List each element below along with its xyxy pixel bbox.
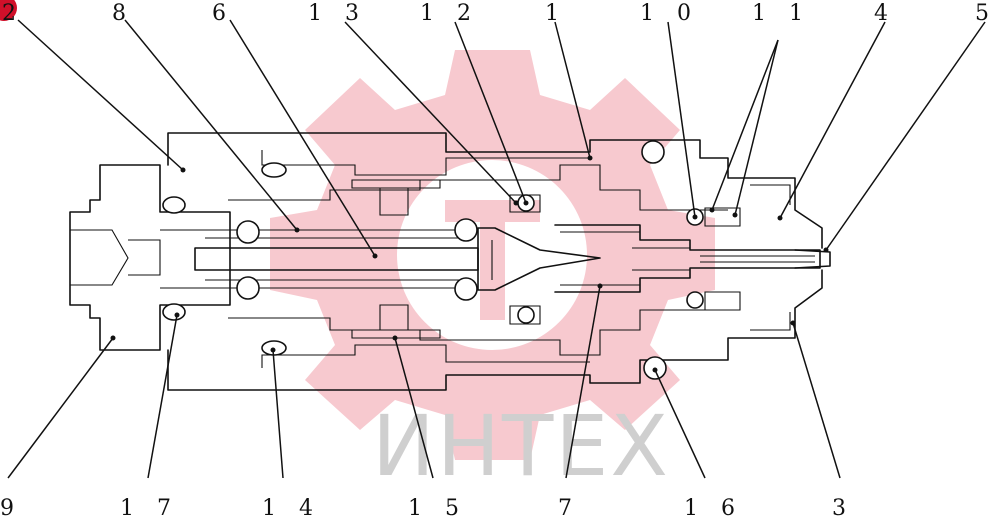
leader-10 xyxy=(667,21,696,218)
seal-ring-top xyxy=(641,140,665,164)
leader-8 xyxy=(124,19,298,231)
watermark-text: ИНТЕХ xyxy=(372,397,670,495)
label-4: 4 xyxy=(874,1,896,26)
label-2: 2 xyxy=(2,1,24,26)
leader-lines xyxy=(7,19,986,479)
seal-ring-12-lower xyxy=(517,306,535,324)
retainer-11 xyxy=(704,207,741,311)
leader-11b xyxy=(734,39,779,216)
leader-14 xyxy=(272,349,284,479)
body-inner-top xyxy=(228,164,728,211)
label-9: 9 xyxy=(0,496,22,521)
label-1: 1 xyxy=(545,1,567,26)
label-17: 1 7 xyxy=(120,496,179,521)
corner-badge-icon xyxy=(0,0,17,21)
body-parting-bottom xyxy=(261,344,590,368)
left-fitting-outline xyxy=(69,164,231,351)
seal-ring-14-upper xyxy=(261,162,287,178)
leader-15 xyxy=(394,337,434,479)
ball-right-bottom xyxy=(454,277,478,301)
label-7: 7 xyxy=(558,496,580,521)
seal-ring-17 xyxy=(162,303,186,321)
leader-3 xyxy=(792,322,841,479)
leader-11a xyxy=(711,39,779,211)
retainer-13 xyxy=(509,194,541,325)
leader-6 xyxy=(229,19,376,257)
ball-left-top xyxy=(236,220,260,244)
leader-5 xyxy=(825,21,986,251)
label-3: 3 xyxy=(832,496,854,521)
left-fitting-bore xyxy=(128,239,161,276)
ball-left-bottom xyxy=(236,276,260,300)
leader-9 xyxy=(7,337,114,479)
body-inner-bottom xyxy=(228,309,728,356)
spring-top xyxy=(351,179,441,189)
body-outline-bottom xyxy=(167,269,823,391)
leader-7 xyxy=(565,285,601,479)
rod-bore-lines xyxy=(160,229,478,289)
leader-1 xyxy=(554,21,591,159)
outlet-nozzle xyxy=(794,249,831,269)
label-5: 5 xyxy=(975,1,997,26)
seal-ring-10-lower xyxy=(686,291,704,309)
label-8: 8 xyxy=(112,1,134,26)
spring-posts xyxy=(379,188,409,330)
body-outline-top xyxy=(167,132,823,249)
right-spool xyxy=(554,224,821,293)
leader-4 xyxy=(779,21,886,219)
label-13: 1 3 xyxy=(308,1,367,26)
leader-2 xyxy=(17,19,184,171)
leader-13 xyxy=(344,21,517,204)
label-6: 6 xyxy=(212,1,234,26)
label-14: 1 4 xyxy=(262,496,321,521)
label-15: 1 5 xyxy=(408,496,467,521)
outlet-body-3 xyxy=(750,184,791,331)
spring-bottom xyxy=(351,329,441,339)
label-10: 1 0 xyxy=(640,1,699,26)
leader-12 xyxy=(454,21,527,204)
label-11: 1 1 xyxy=(752,1,811,26)
label-12: 1 2 xyxy=(420,1,479,26)
label-16: 1 6 xyxy=(684,496,743,521)
ball-right-top xyxy=(454,218,478,242)
leader-16 xyxy=(654,369,706,479)
left-fitting-hex xyxy=(70,229,129,286)
seal-ring-17-upper xyxy=(162,196,186,214)
leader-17 xyxy=(147,314,178,479)
needle-tip xyxy=(477,227,601,291)
body-parting-top xyxy=(261,150,590,176)
